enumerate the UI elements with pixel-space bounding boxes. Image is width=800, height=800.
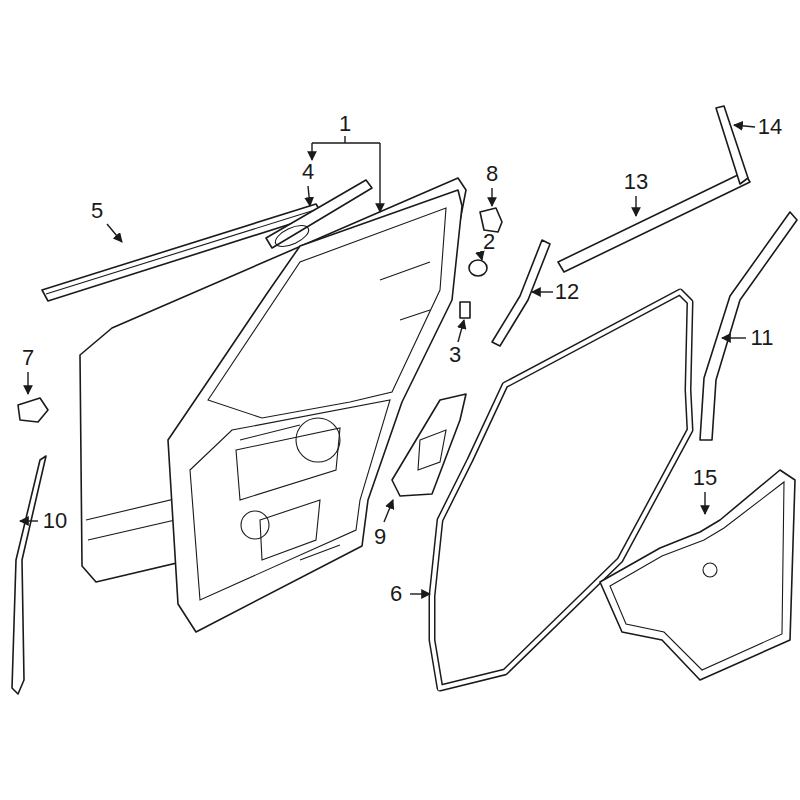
inner-details [240, 262, 430, 560]
water-shield [600, 470, 795, 680]
plug [469, 260, 487, 276]
inner-hole [241, 511, 269, 539]
callout-number: 8 [484, 162, 500, 186]
leader [532, 291, 553, 292]
callout-number: 15 [691, 466, 719, 490]
leader [480, 252, 482, 260]
callout-number: 7 [20, 346, 36, 370]
window-opening [208, 208, 446, 418]
water-shield-hole [703, 563, 717, 577]
small-bracket [18, 398, 48, 422]
callout-number: 13 [622, 170, 650, 194]
leader [704, 492, 705, 514]
bracket [312, 136, 380, 143]
inner-cutouts [236, 428, 340, 560]
lock-bracket [392, 394, 466, 496]
leader [107, 224, 122, 242]
callout-number: 3 [447, 343, 463, 367]
callout-number: 9 [372, 525, 388, 549]
callout-number: 11 [749, 326, 776, 350]
leader [308, 186, 310, 206]
callout-number: 6 [388, 582, 404, 606]
leader [734, 125, 755, 127]
callout-number: 1 [337, 112, 353, 136]
leader [635, 196, 636, 216]
inner-lower-panel [190, 400, 390, 600]
callout-number: 10 [41, 509, 69, 533]
pillar-trim [716, 106, 748, 184]
clip [480, 208, 502, 232]
speaker-hole [296, 418, 340, 462]
leader [458, 320, 464, 342]
leader [20, 520, 38, 521]
sash-cover [492, 240, 550, 346]
lock-bracket-detail [418, 430, 446, 470]
front-seal [12, 456, 46, 694]
leader [27, 372, 28, 394]
roof-molding [558, 172, 750, 272]
callout-number: 2 [481, 230, 497, 254]
callout-number: 4 [300, 160, 316, 184]
leader [384, 500, 393, 522]
stopper [460, 302, 470, 318]
inner-panel [168, 190, 462, 632]
leader [410, 593, 430, 594]
leader [379, 143, 380, 212]
leader [311, 143, 312, 160]
water-shield-edge [610, 482, 784, 670]
b-pillar-seal [700, 212, 797, 440]
leader [491, 188, 492, 206]
leader [722, 337, 746, 338]
callout-number: 14 [756, 115, 784, 139]
callout-number: 12 [553, 280, 581, 304]
callout-number: 5 [89, 199, 105, 223]
